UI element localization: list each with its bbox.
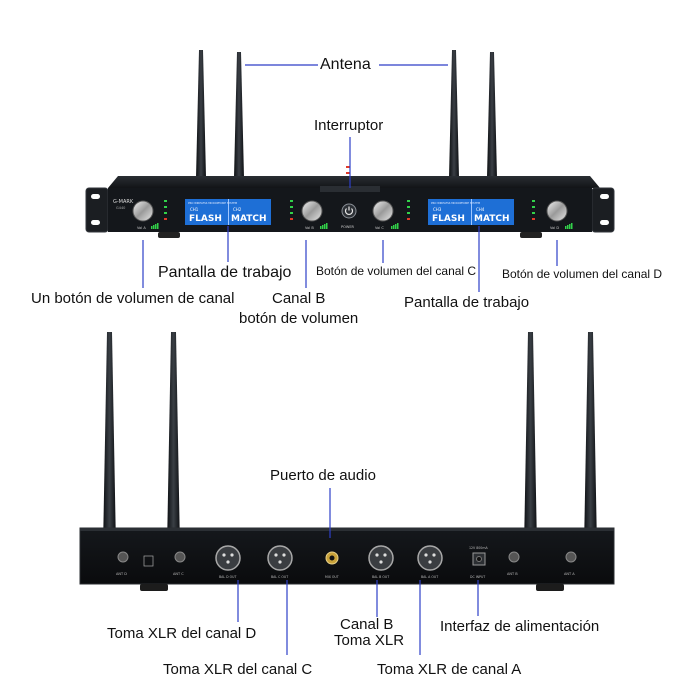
- display-match-left: MATCH: [231, 214, 267, 224]
- label-xlr-c: Toma XLR del canal C: [163, 661, 313, 678]
- label-switch: Interruptor: [314, 117, 384, 134]
- display-flash-left: FLASH: [189, 214, 222, 224]
- power-recess: [320, 186, 380, 192]
- label-knob-b-line2: botón de volumen: [239, 310, 359, 327]
- label-knob-c: Botón de volumen del canal C: [316, 264, 477, 278]
- display-match-right: MATCH: [474, 214, 510, 224]
- leader-lines: [142, 64, 558, 655]
- power-text: POWER: [341, 225, 355, 229]
- knob-c: [372, 200, 394, 222]
- volume-bars: [151, 223, 573, 229]
- display-header-right: PRO WIRELESS MICROPHONE SYSTEM: [431, 201, 480, 205]
- rear-antenna-4: [584, 332, 597, 548]
- mix-out-jack: [325, 551, 339, 565]
- display-header-left: PRO WIRELESS MICROPHONE SYSTEM: [188, 201, 237, 205]
- ant-b-connector: [508, 551, 520, 563]
- ant-b-text: ANT B: [507, 572, 518, 576]
- label-xlr-a: Toma XLR de canal A: [377, 661, 522, 678]
- knob-b: [301, 200, 323, 222]
- ant-d-connector: [117, 551, 129, 563]
- foot: [158, 232, 180, 238]
- bal-a-text: BAL A OUT: [421, 575, 438, 579]
- rear-antenna-3: [524, 332, 537, 548]
- bal-c-text: BAL C OUT: [271, 575, 288, 579]
- vol-d-text: Vol D: [550, 226, 559, 230]
- mix-text: MIX OUT: [325, 575, 339, 579]
- front-antenna-2: [234, 52, 244, 178]
- display-ch2: CH2: [233, 207, 242, 212]
- foot: [520, 232, 542, 238]
- label-screen-right: Pantalla de trabajo: [404, 294, 530, 311]
- dc-input-jack: [472, 552, 486, 566]
- display-ch1: CH1: [190, 207, 199, 212]
- power-icon: [344, 208, 354, 215]
- xlr-c: [267, 545, 293, 571]
- label-screen-left: Pantalla de trabajo: [158, 264, 292, 281]
- knob-d: [546, 200, 568, 222]
- label-xlr-b-line2: Toma XLR: [334, 632, 405, 649]
- rack-hole: [91, 194, 100, 199]
- rack-hole: [91, 220, 100, 225]
- rear-foot: [536, 584, 564, 591]
- ant-c-text: ANT C: [173, 572, 184, 576]
- front-unit: G-MARK G440 PRO WIRELESS MICROPHONE SYST…: [85, 50, 615, 238]
- dc-input-text: DC INPUT: [470, 575, 485, 579]
- vol-b-text: Vol B: [305, 226, 314, 230]
- xlr-b: [368, 545, 394, 571]
- xlr-d: [215, 545, 241, 571]
- bal-b-text: BAL B OUT: [372, 575, 389, 579]
- label-antenna: Antena: [320, 56, 371, 73]
- ant-a-connector: [565, 551, 577, 563]
- rear-antenna-1: [103, 332, 116, 548]
- rear-panel: [79, 527, 615, 585]
- dc-rating-text: 12V 800mA: [469, 546, 488, 550]
- rear-top-edge: [80, 528, 614, 531]
- ant-d-text: ANT D: [116, 572, 127, 576]
- label-knob-d: Botón de volumen del canal D: [502, 267, 663, 281]
- rear-foot: [140, 584, 168, 591]
- led-group: [164, 166, 535, 220]
- vol-c-text: Vol C: [375, 226, 384, 230]
- rear-unit: ANT D ANT C BAL D OUT BAL C OUT MIX OUT …: [79, 332, 615, 591]
- xlr-a: [417, 545, 443, 571]
- rack-hole: [600, 220, 609, 225]
- label-audio-port: Puerto de audio: [270, 467, 376, 484]
- rear-antenna-2: [167, 332, 180, 548]
- vol-a-text: Vol A: [137, 226, 146, 230]
- front-antenna-3: [449, 50, 459, 178]
- brand-text: G-MARK: [113, 199, 134, 205]
- label-power-port: Interfaz de alimentación: [440, 618, 600, 635]
- rack-hole: [600, 194, 609, 199]
- model-text: G440: [116, 206, 125, 210]
- ant-c-connector: [174, 551, 186, 563]
- knob-a: [132, 200, 154, 222]
- label-xlr-d: Toma XLR del canal D: [107, 625, 257, 642]
- display-ch3: CH3: [433, 207, 442, 212]
- display-ch4: CH4: [476, 207, 485, 212]
- cert-marks: [143, 555, 154, 567]
- front-antenna-4: [487, 52, 497, 178]
- label-xlr-b-line1: Canal B: [340, 616, 394, 633]
- display-flash-right: FLASH: [432, 214, 465, 224]
- power-button: [341, 203, 357, 219]
- ant-a-text: ANT A: [564, 572, 575, 576]
- label-knob-a: Un botón de volumen de canal: [31, 290, 235, 307]
- label-knob-b-line1: Canal B: [272, 290, 326, 307]
- bal-d-text: BAL D OUT: [219, 575, 236, 579]
- front-top-panel: [108, 176, 600, 188]
- front-antenna-1: [196, 50, 206, 178]
